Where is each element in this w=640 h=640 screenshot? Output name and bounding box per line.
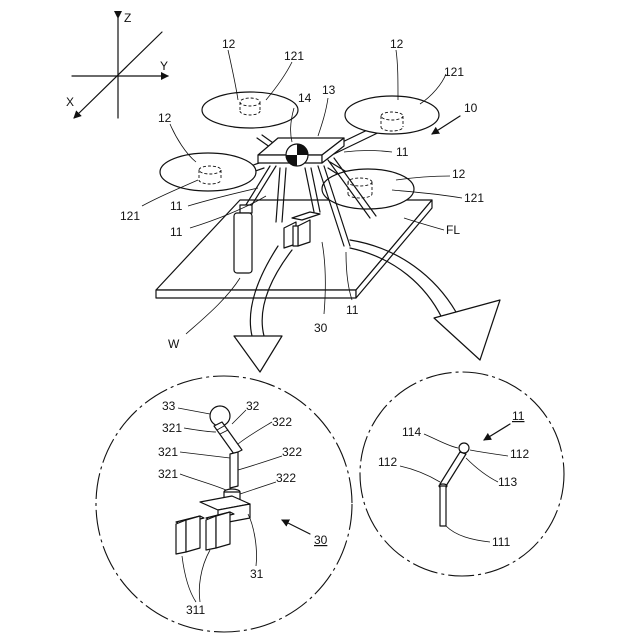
- label-seg-1: 322: [272, 415, 292, 429]
- label-seg-2: 322: [282, 445, 302, 459]
- detail-circle-leg: 114 11 112 112 113 111: [360, 372, 564, 576]
- label-motor-d: 121: [464, 191, 484, 205]
- axis-x-label: X: [66, 95, 74, 109]
- label-motor-a: 121: [284, 49, 304, 63]
- label-drone: 10: [464, 101, 478, 115]
- label-workpiece: W: [168, 337, 180, 351]
- label-rotor-c: 12: [158, 111, 172, 125]
- label-seg-3: 322: [276, 471, 296, 485]
- label-rotor-d: 12: [452, 167, 466, 181]
- label-floor: FL: [446, 223, 460, 237]
- axis-indicator: Z Y X: [66, 11, 168, 118]
- label-leg-b: 11: [170, 199, 183, 213]
- label-tip: 33: [162, 399, 176, 413]
- detail-circle-gripper: 33 32 321 321 321 322 322 322 31 311 30: [96, 376, 352, 632]
- center-of-gravity-mark: [286, 144, 308, 166]
- floor-plate: [156, 200, 432, 298]
- label-center-mark: 14: [298, 91, 312, 105]
- label-foot: 113: [498, 475, 517, 489]
- label-joint-left: 112: [378, 455, 397, 469]
- label-leg-d: 11: [346, 303, 359, 317]
- label-link-3: 321: [158, 467, 178, 481]
- rotor-rear-left: [160, 153, 256, 191]
- label-base: 31: [250, 567, 264, 581]
- axis-y-label: Y: [160, 59, 168, 73]
- label-fingers: 311: [186, 603, 205, 617]
- axis-z-label: Z: [124, 11, 131, 25]
- label-joint: 32: [246, 399, 260, 413]
- label-gripper-ref: 30: [314, 533, 328, 547]
- label-leg-c: 11: [170, 225, 183, 239]
- rotor-front-left: [202, 92, 298, 128]
- main-reference-labels: 12 121 12 121 12 121 12 121 13 14 10 11 …: [120, 37, 484, 351]
- label-motor-c: 121: [120, 209, 140, 223]
- label-motor-b: 121: [444, 65, 464, 79]
- label-rotor-b: 12: [390, 37, 404, 51]
- label-leg-a: 11: [396, 145, 409, 159]
- label-joint-right: 112: [510, 447, 529, 461]
- label-rotor-a: 12: [222, 37, 236, 51]
- label-body-top: 13: [322, 83, 336, 97]
- drone-body: [258, 138, 344, 166]
- label-link-1: 321: [162, 421, 182, 435]
- label-leg-top: 114: [402, 425, 421, 439]
- rotor-front-right: [345, 96, 439, 134]
- label-lower-leg: 111: [492, 535, 511, 549]
- label-leg-ref: 11: [512, 409, 525, 423]
- label-gripper: 30: [314, 321, 328, 335]
- label-link-2: 321: [158, 445, 178, 459]
